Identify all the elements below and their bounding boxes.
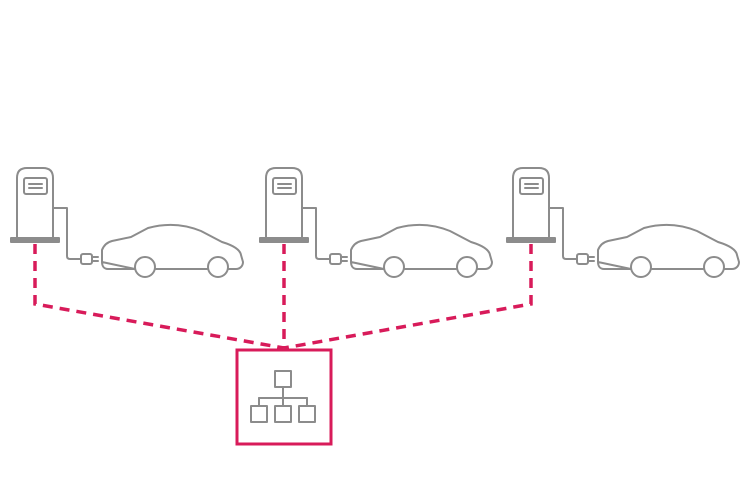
charging-plug-icon [329, 253, 348, 265]
charging-plug-icon [576, 253, 595, 265]
electric-car-icon [101, 223, 244, 278]
charging-station-icon [10, 167, 81, 260]
electric-car-icon [597, 223, 740, 278]
network-hierarchy-icon [250, 370, 316, 423]
charging-unit-1 [10, 167, 244, 278]
charging-unit-3 [506, 167, 740, 278]
network-links [33, 244, 533, 350]
charging-station-icon [259, 167, 330, 260]
electric-car-icon [350, 223, 493, 278]
link-station-3 [283, 244, 533, 350]
charging-unit-2 [259, 167, 493, 278]
network-hub [235, 348, 333, 446]
link-station-1 [33, 244, 285, 350]
charging-plug-icon [80, 253, 99, 265]
charging-station-icon [506, 167, 577, 260]
